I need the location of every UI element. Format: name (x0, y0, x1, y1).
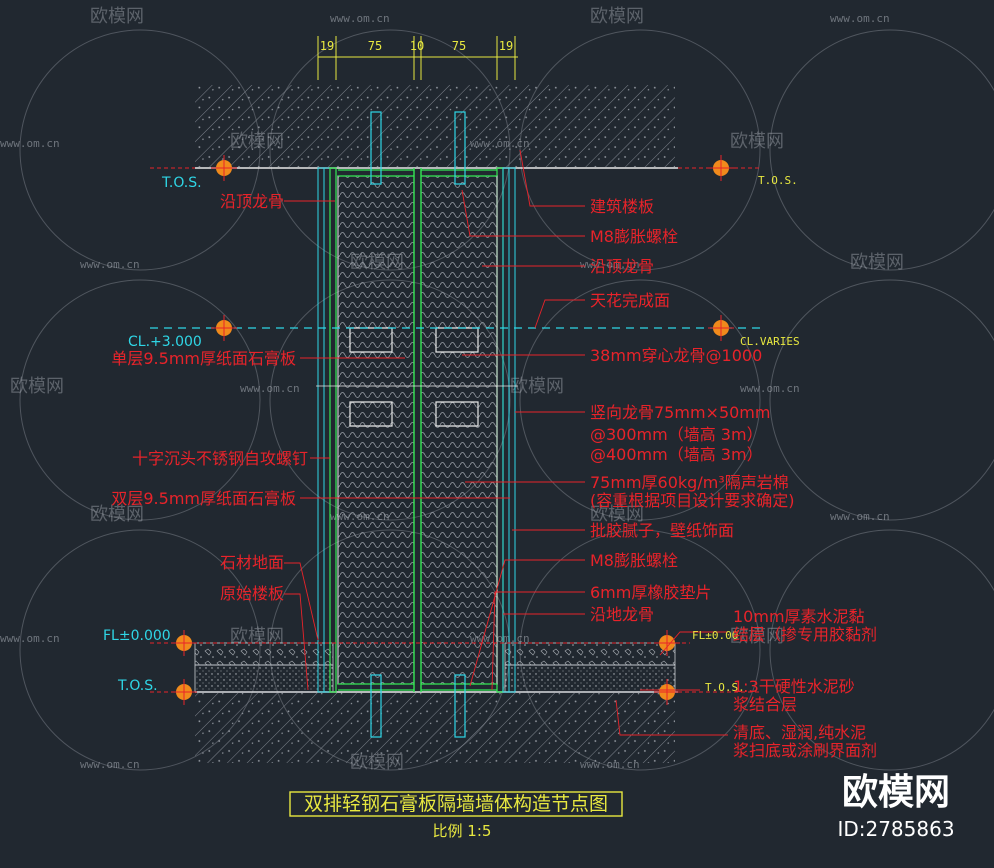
stone-floor-right (504, 642, 676, 666)
level-labels: T.O.S. T.O.S. CL.+3.000 CL.VARIES FL±0.000 FL… (103, 174, 800, 694)
annotation-right: 浆结合层 (733, 695, 797, 714)
watermark-url: www.om.cn (830, 12, 890, 25)
level-markers (171, 155, 734, 705)
annotation-right: 75mm厚60kg/m³隔声岩棉 (590, 473, 789, 492)
dimension-value: 19 (320, 39, 334, 53)
annotation-right: 结层（掺专用胶黏剂 (733, 625, 877, 644)
left-annotations: 沿顶龙骨单层9.5mm厚纸面石膏板十字沉头不锈钢自攻螺钉双层9.5mm厚纸面石膏… (111, 192, 308, 603)
annotation-left: 十字沉头不锈钢自攻螺钉 (132, 449, 308, 468)
watermark-url: www.om.cn (0, 137, 60, 150)
level-tos-top: T.O.S. (161, 175, 202, 191)
watermark-url: www.om.cn (80, 758, 140, 771)
level-ceiling-right: CL.VARIES (740, 335, 800, 348)
dimension-chain (317, 36, 518, 80)
annotation-right: 沿顶龙骨 (590, 257, 654, 276)
annotation-right: 6mm厚橡胶垫片 (590, 583, 711, 602)
watermark-brand: 欧模网 (90, 6, 144, 27)
annotation-left: 沿顶龙骨 (220, 192, 284, 211)
watermark-brand: 欧模网 (90, 504, 144, 525)
dimension-labels: 19 75 10 75 19 (320, 39, 513, 53)
top-slab (195, 85, 675, 167)
annotation-right: 沿地龙骨 (590, 605, 654, 624)
dimension-value: 10 (410, 39, 424, 53)
watermark-url: www.om.cn (830, 510, 890, 523)
annotation-right: 建筑楼板 (590, 197, 654, 216)
level-marker (211, 315, 237, 341)
level-marker (171, 679, 197, 705)
watermark-url: www.om.cn (580, 258, 640, 271)
brand-corner: 欧模网 ID:2785863 (837, 772, 954, 841)
dimension-value: 75 (452, 39, 466, 53)
annotation-left: 石材地面 (220, 553, 284, 572)
dimension-value: 75 (368, 39, 382, 53)
watermark-brand: 欧模网 (10, 376, 64, 397)
leader-lines (284, 149, 728, 736)
level-ceiling: CL.+3.000 (128, 334, 202, 350)
annotation-right: 批胶腻子，壁纸饰面 (590, 521, 734, 540)
level-tos-bottom-right: T.O.S. (705, 681, 745, 694)
brand-logo: 欧模网 (842, 772, 950, 813)
level-marker (708, 315, 734, 341)
level-marker (211, 155, 237, 181)
annotation-right: @300mm（墙高 3m） (590, 425, 763, 444)
bottom-slab (195, 693, 675, 763)
mortar-bed-right (504, 664, 676, 693)
watermark-brand: 欧模网 (230, 626, 284, 647)
brand-id: ID:2785863 (837, 817, 954, 841)
watermark-brand: 欧模网 (590, 6, 644, 27)
annotation-left: 双层9.5mm厚纸面石膏板 (111, 489, 296, 508)
wall-section (316, 111, 518, 738)
annotation-left: 原始楼板 (220, 584, 284, 603)
annotation-right: 清底、湿润,纯水泥 (733, 723, 866, 742)
watermark-brand: 欧模网 (850, 252, 904, 273)
watermark-url: www.om.cn (740, 382, 800, 395)
watermark-brand: 欧模网 (590, 504, 644, 525)
title-block: 双排轻钢石膏板隔墙墙体构造节点图 比例 1:5 (289, 791, 623, 840)
watermark-brand: 欧模网 (730, 131, 784, 152)
annotation-right: M8膨胀螺栓 (590, 551, 678, 570)
watermark-url: www.om.cn (80, 258, 140, 271)
drawing-title: 双排轻钢石膏板隔墙墙体构造节点图 (304, 792, 608, 815)
watermark-url: www.om.cn (240, 382, 300, 395)
level-floor: FL±0.000 (103, 628, 171, 644)
annotation-right: 浆扫底或涂刷界面剂 (733, 741, 877, 760)
annotation-right: 1:3干硬性水泥砂 (733, 677, 855, 696)
annotation-right: 38mm穿心龙骨@1000 (590, 346, 762, 365)
annotation-right: M8膨胀螺栓 (590, 227, 678, 246)
annotation-right: @400mm（墙高 3m） (590, 445, 763, 464)
level-marker (654, 630, 680, 656)
level-tos-top-right: T.O.S. (758, 174, 798, 187)
level-marker (171, 630, 197, 656)
mortar-bed-left (194, 664, 334, 693)
level-tos-bottom: T.O.S. (117, 678, 158, 694)
level-marker (654, 679, 680, 705)
level-marker (708, 155, 734, 181)
drawing-scale: 比例 1:5 (433, 822, 492, 840)
annotation-right: 天花完成面 (590, 291, 670, 310)
watermark-brand: 欧模网 (510, 376, 564, 397)
dimension-value: 19 (499, 39, 513, 53)
annotation-right: (容重根据项目设计要求确定) (590, 491, 795, 510)
watermark-url: www.om.cn (0, 632, 60, 645)
watermark-url: www.om.cn (330, 12, 390, 25)
watermark-brand: 欧模网 (730, 626, 784, 647)
stone-floor-left (194, 642, 334, 666)
annotation-left: 单层9.5mm厚纸面石膏板 (111, 349, 296, 368)
annotation-right: 竖向龙骨75mm×50mm (590, 403, 770, 422)
level-floor-right: FL±0.00 (692, 629, 738, 642)
annotation-right: 10mm厚素水泥黏 (733, 607, 865, 626)
